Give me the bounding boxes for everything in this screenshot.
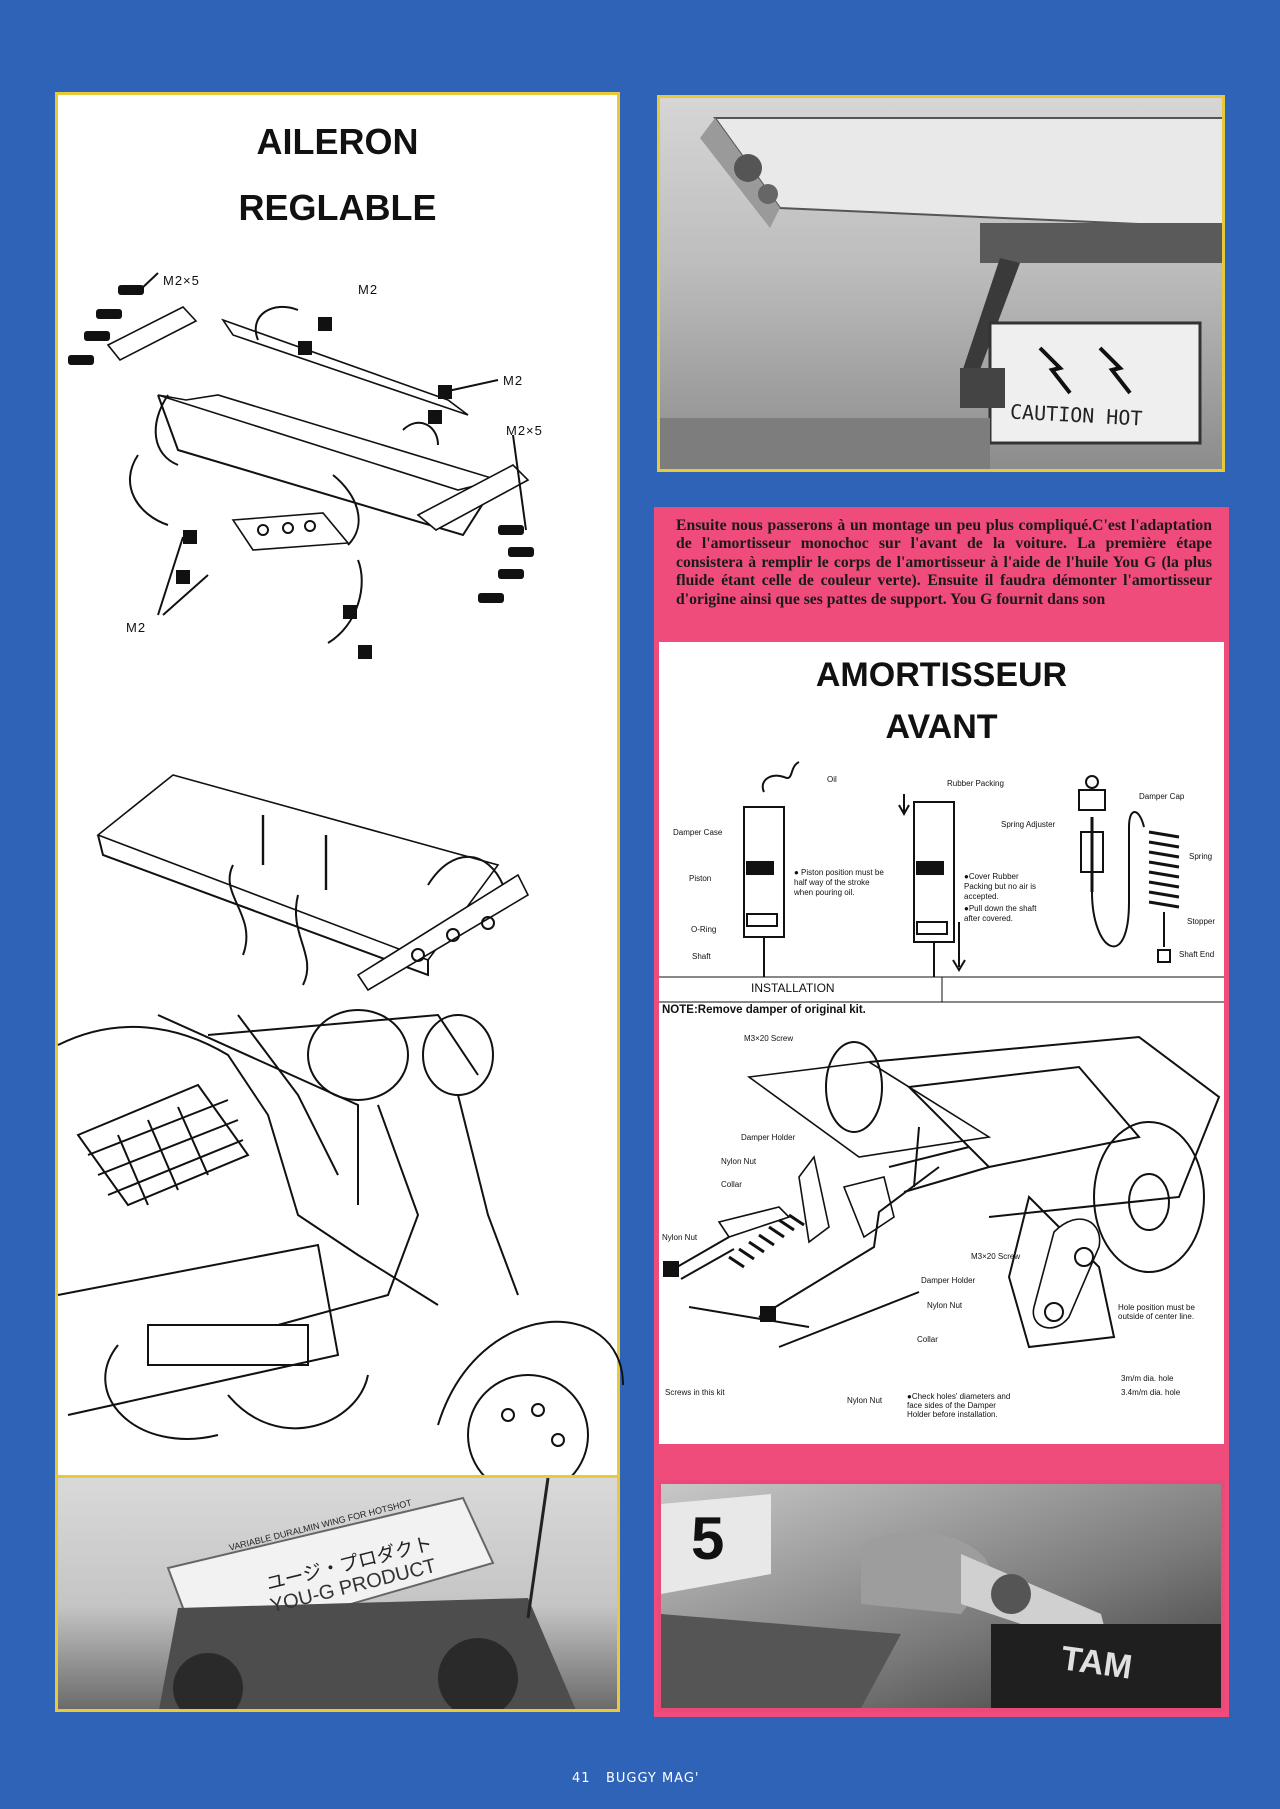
article-paragraph: Ensuite nous passerons à un montage un p… — [676, 517, 1212, 608]
label-nylon-nut-3: Nylon Nut — [927, 1301, 963, 1310]
note-pull-shaft: ●Pull down the shaft after covered. — [964, 904, 1037, 923]
installation-note: NOTE:Remove damper of original kit. — [662, 1004, 866, 1016]
label-m2x5-right: M2×5 — [506, 423, 543, 438]
label-damper-holder-1: Damper Holder — [741, 1133, 796, 1142]
label-m3x20-screw-right: M3×20 Screw — [971, 1252, 1021, 1261]
label-stopper: Stopper — [1187, 917, 1216, 926]
page-number: 41 — [572, 1771, 591, 1786]
label-nylon-nut-2: Nylon Nut — [662, 1233, 698, 1242]
label-o-ring: O-Ring — [691, 925, 717, 934]
label-m2-bottom: M2 — [126, 620, 147, 635]
label-shaft: Shaft — [692, 952, 711, 961]
label-m2x5-top: M2×5 — [163, 273, 200, 288]
damper-schematic — [659, 761, 1224, 1003]
wing-exploded-drawing — [57, 272, 624, 1496]
magazine-name: BUGGY MAG' — [605, 1771, 700, 1786]
label-damper-cap: Damper Cap — [1139, 792, 1185, 801]
car-number: 5 — [691, 1505, 725, 1572]
amortisseur-diagram-panel: AMORTISSEUR AVANT Oil — [659, 642, 1224, 1444]
aileron-title-line2: REGLABLE — [238, 187, 437, 228]
wing-product-drawing — [159, 1478, 576, 1709]
label-damper-holder-2: Damper Holder — [921, 1276, 976, 1285]
label-oil: Oil — [827, 775, 837, 784]
label-spring-adjuster: Spring Adjuster — [1001, 820, 1056, 829]
front-damper-drawing — [661, 1494, 1221, 1708]
label-spring: Spring — [1189, 852, 1213, 861]
label-piston: Piston — [689, 874, 712, 883]
note-check-holes: ●Check holes' diameters and face sides o… — [907, 1392, 1011, 1419]
label-nylon-nut-1: Nylon Nut — [721, 1157, 757, 1166]
label-m2-top: M2 — [358, 282, 379, 297]
amortisseur-title-line1: AMORTISSEUR — [815, 656, 1068, 694]
wing-closeup-photo: CAUTION HOT — [657, 95, 1225, 472]
front-damper-photo: 5 TAM — [657, 1480, 1225, 1712]
wing-product-photo: VARIABLE DURALMIN WING FOR HOTSHOT ユージ・プ… — [55, 1475, 620, 1712]
page-footer: 41 BUGGY MAG' — [572, 1771, 700, 1786]
aileron-title-line1: AILERON — [256, 121, 419, 162]
label-damper-case: Damper Case — [673, 828, 723, 837]
amortisseur-title-line2: AVANT — [885, 708, 998, 746]
aileron-diagram-panel: AILERON REGLABLE M2×5 M2 M2 M2×5 M2 — [55, 92, 624, 1512]
note-cover-rubber: ●Cover Rubber Packing but no air is acce… — [964, 872, 1037, 901]
label-rubber-packing: Rubber Packing — [947, 779, 1004, 788]
note-piston-position: ● Piston position must be half way of th… — [794, 868, 884, 897]
installation-drawing — [663, 1035, 1221, 1349]
label-nylon-nut-4: Nylon Nut — [847, 1396, 883, 1405]
note-hole-position: Hole position must be outside of center … — [1118, 1303, 1195, 1321]
label-m2-right: M2 — [503, 373, 524, 388]
label-hole-34mm: 3.4m/m dia. hole — [1121, 1388, 1181, 1397]
label-shaft-end: Shaft End — [1179, 950, 1215, 959]
label-m3x20-screw-top: M3×20 Screw — [744, 1034, 794, 1043]
label-hole-3mm: 3m/m dia. hole — [1121, 1374, 1174, 1383]
label-screws-in-kit: Screws in this kit — [665, 1388, 725, 1397]
installation-header: INSTALLATION — [751, 981, 835, 995]
wing-photo-drawing — [660, 117, 1222, 469]
label-collar-1: Collar — [721, 1180, 742, 1189]
label-collar-2: Collar — [917, 1335, 938, 1344]
